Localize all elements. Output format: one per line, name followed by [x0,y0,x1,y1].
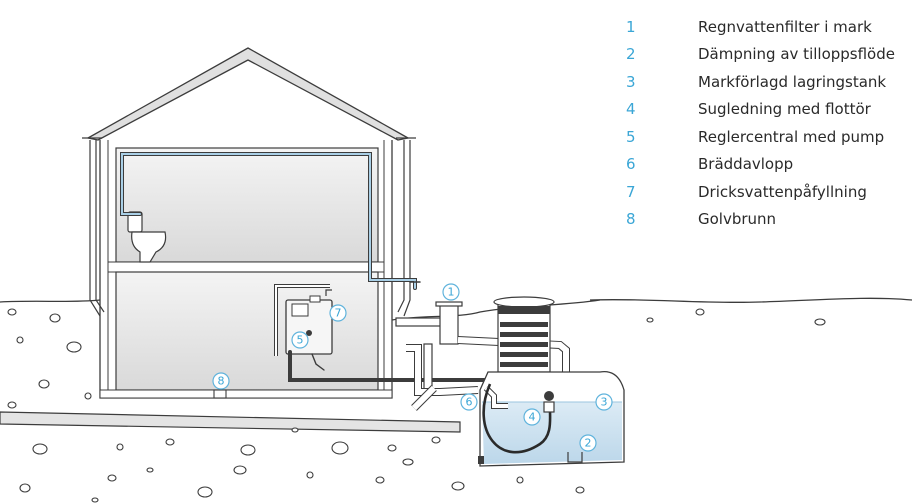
legend: 1 Regnvattenfilter i mark 2 Dämpning av ti… [622,13,912,233]
floor-drain [213,389,227,399]
callouts: 1 2 3 4 5 6 7 8 [212,283,613,452]
svg-text:6: 6 [466,396,473,409]
legend-number: 2 [626,45,636,64]
legend-label: Markförlagd lagringstank [698,72,887,91]
callout-6: 6 [460,393,478,411]
legend-label: Sugledning med flottör [698,100,871,119]
svg-text:2: 2 [585,437,592,450]
svg-text:8: 8 [218,375,225,388]
legend-item: 2 Dämpning av tilloppsflöde [622,41,912,69]
ground [0,297,912,503]
supply-pipe [120,152,421,290]
legend-item: 3 Markförlagd lagringstank [622,68,912,96]
svg-text:1: 1 [448,286,455,299]
legend-item: 8 Golvbrunn [622,206,912,234]
legend-number: 1 [626,17,636,36]
legend-item: 7 Dricksvattenpåfyllning [622,178,912,206]
legend-number: 3 [626,72,636,91]
legend-label: Golvbrunn [698,210,777,229]
legend-number: 4 [626,100,636,119]
callout-4: 4 [523,408,541,426]
toilet [127,211,167,263]
legend-item: 4 Sugledning med flottör [622,96,912,124]
storage-tank [478,296,625,467]
legend-item: 6 Bräddavlopp [622,151,912,179]
svg-text:7: 7 [335,307,342,320]
legend-label: Reglercentral med pump [698,127,885,146]
svg-text:3: 3 [601,396,608,409]
callout-3: 3 [595,393,613,411]
house [87,47,409,399]
legend-number: 7 [626,182,636,201]
callout-5: 5 [291,331,309,349]
legend-label: Dämpning av tilloppsflöde [698,45,895,64]
legend-number: 6 [626,155,636,174]
downpipes [82,137,416,317]
stones [7,308,826,503]
svg-text:4: 4 [529,411,536,424]
callout-1: 1 [442,283,460,301]
roof [87,47,409,141]
callout-8: 8 [212,372,230,390]
svg-text:5: 5 [297,334,304,347]
basement-room [115,271,379,391]
legend-label: Bräddavlopp [698,155,794,174]
legend-label: Regnvattenfilter i mark [698,17,872,36]
legend-label: Dricksvattenpåfyllning [698,182,867,201]
legend-number: 8 [626,210,636,229]
legend-item: 5 Reglercentral med pump [622,123,912,151]
callout-2: 2 [579,434,597,452]
legend-item: 1 Regnvattenfilter i mark [622,13,912,41]
callout-7: 7 [329,304,347,322]
legend-number: 5 [626,127,636,146]
